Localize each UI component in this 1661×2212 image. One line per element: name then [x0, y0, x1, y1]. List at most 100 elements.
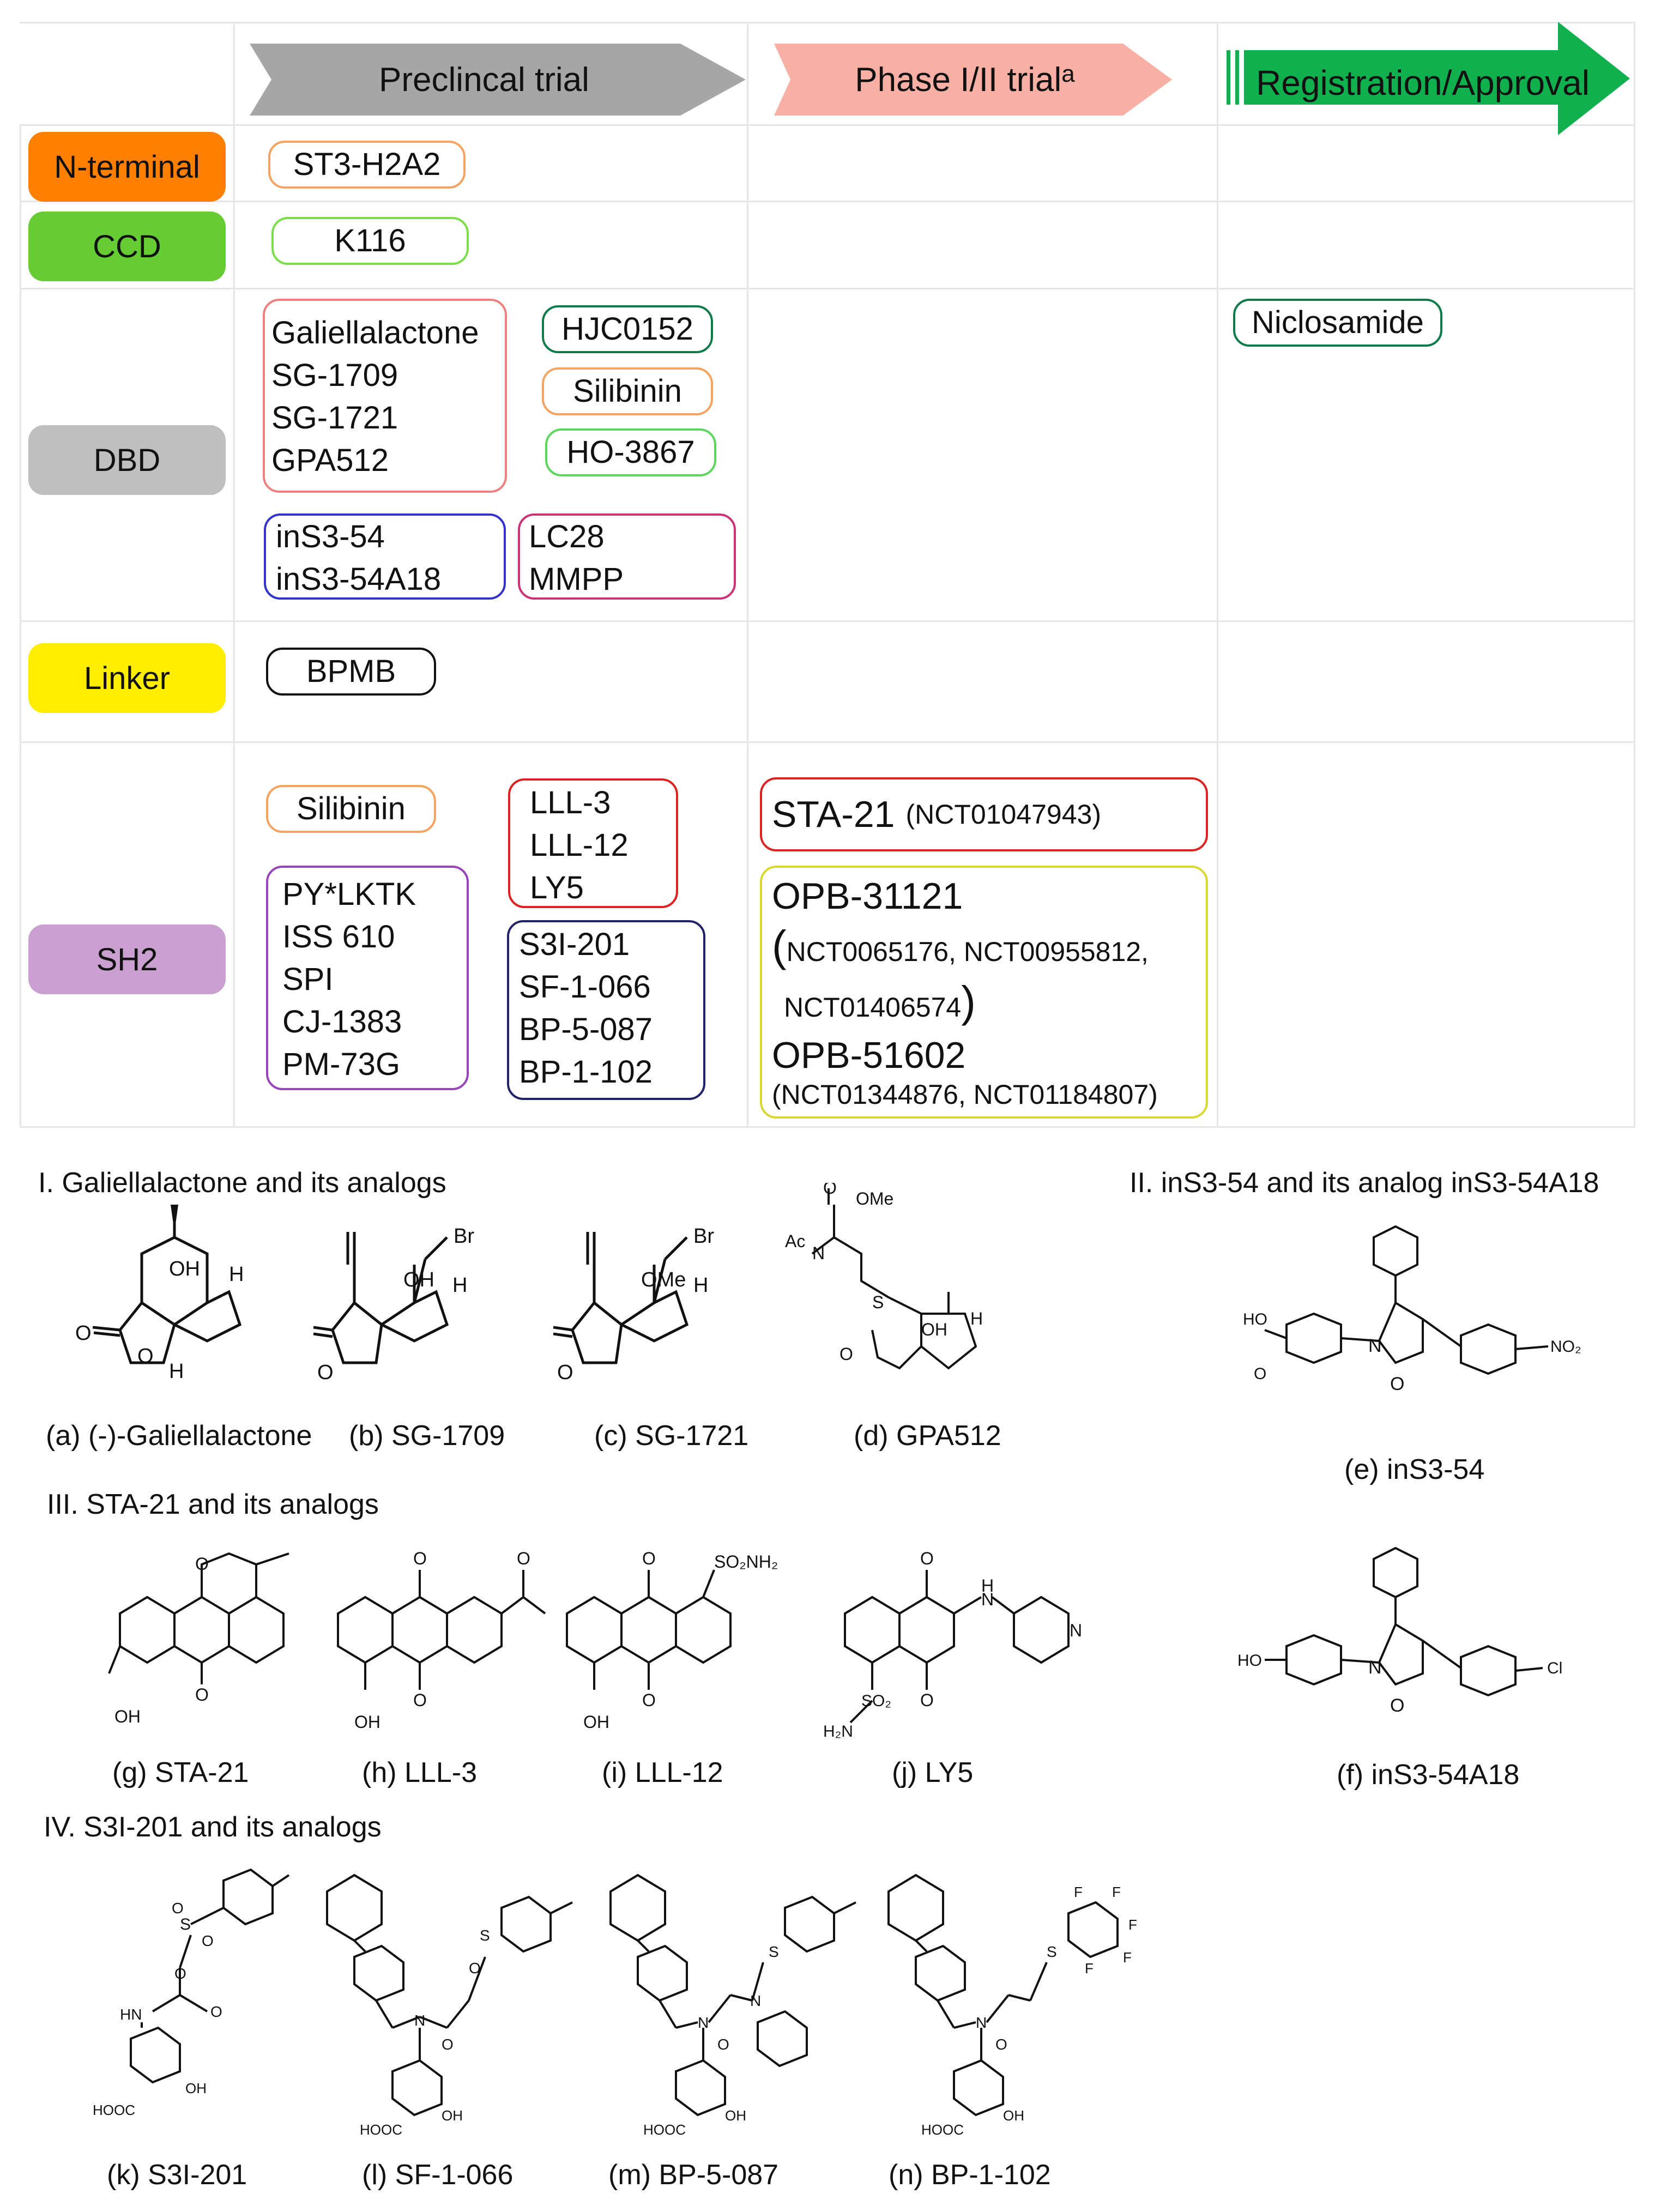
- structure-lll-3: O O O OH: [337, 1549, 546, 1732]
- atom-label-so2: SO₂: [861, 1692, 891, 1710]
- atom-label-oh: OH: [114, 1707, 141, 1726]
- atom-label-oh: OH: [403, 1268, 434, 1291]
- atom-label-oh: OH: [442, 2107, 463, 2124]
- atom-label-ome: OMe: [856, 1189, 893, 1208]
- grid-col-0: [20, 124, 21, 1127]
- preclinical-arrow: [250, 44, 746, 116]
- box-niclosamide: Niclosamide: [1233, 299, 1442, 347]
- atom-label-o: O: [317, 1361, 334, 1384]
- domain-sh2: SH2: [28, 924, 226, 994]
- grid-top-line: [20, 22, 1635, 23]
- atom-label-o: O: [413, 1690, 427, 1710]
- caption-l: (l) SF-1-066: [362, 2159, 514, 2191]
- box-sta-21: STA-21 (NCT01047943): [760, 777, 1208, 851]
- box-galiellalactone-group: Galiellalactone SG-1709 SG-1721 GPA512: [263, 299, 507, 493]
- atom-label-n: N: [698, 2014, 709, 2031]
- atom-label-o: O: [469, 1960, 481, 1977]
- atom-label-ac: Ac: [785, 1231, 805, 1251]
- atom-label-f: F: [1123, 1949, 1132, 1966]
- atom-label-cl: Cl: [1547, 1659, 1562, 1677]
- atom-label-o: O: [1390, 1374, 1404, 1394]
- box-hjc0152: HJC0152: [542, 305, 713, 353]
- phase-preclinical-label: Preclincal trial: [379, 61, 589, 99]
- atom-label-h: H: [452, 1274, 467, 1297]
- structure-bp-1-102: N O S F F F F F OH HOOC: [887, 1873, 1137, 2138]
- atom-label-hooc: HOOC: [93, 2102, 135, 2118]
- atom-label-n: N: [981, 1590, 994, 1609]
- atom-label-o: O: [557, 1361, 573, 1384]
- atom-label-f: F: [1074, 1884, 1083, 1900]
- section-title-sta-21: III. STA-21 and its analogs: [47, 1489, 379, 1520]
- structure-ins3-54: HO O N O NO₂: [1243, 1225, 1581, 1394]
- atom-label-ho: HO: [1237, 1652, 1262, 1670]
- atom-label-h: H: [229, 1263, 244, 1286]
- atom-label-o: O: [1390, 1695, 1404, 1716]
- caption-h: (h) LLL-3: [362, 1757, 477, 1788]
- atom-label-f: F: [1112, 1884, 1121, 1900]
- box-silibinin-sh2: Silibinin: [266, 785, 436, 833]
- structure-sf-1-066: N O S O OH HOOC: [326, 1873, 573, 2138]
- caption-e: (e) inS3-54: [1344, 1454, 1485, 1485]
- structure-s3i-201: S O O O HN O OH HOOC: [93, 1868, 290, 2118]
- atom-label-o: O: [174, 1965, 186, 1982]
- atom-label-f: F: [1128, 1917, 1137, 1933]
- atom-label-s: S: [180, 1915, 191, 1933]
- atom-label-hn: HN: [120, 2006, 142, 2023]
- grid-col-4: [1634, 22, 1635, 1127]
- atom-label-o: O: [413, 1549, 427, 1568]
- approval-arrow: [1227, 22, 1630, 135]
- atom-label-h2n: H₂N: [823, 1723, 853, 1740]
- grid-col-3: [1217, 22, 1218, 1127]
- atom-label-ome: OMe: [641, 1268, 686, 1291]
- atom-label-s: S: [480, 1927, 490, 1944]
- atom-label-o: O: [920, 1549, 934, 1568]
- section-title-ins3-54: II. inS3-54 and its analog inS3-54A18: [1130, 1167, 1599, 1199]
- atom-label-n: N: [750, 1992, 761, 2009]
- atom-label-oh: OH: [169, 1258, 200, 1280]
- grid-col-1: [233, 22, 235, 1127]
- domain-linker: Linker: [28, 643, 226, 713]
- atom-label-o: O: [210, 2003, 222, 2020]
- atom-label-o: O: [642, 1549, 656, 1568]
- atom-label-s: S: [769, 1943, 779, 1960]
- phase-trial-label: Phase I/II trial a: [855, 61, 1075, 99]
- structure-sg-1721: OMe H Br O: [553, 1225, 714, 1384]
- box-pylktk-group: PY*LKTK ISS 610 SPI CJ-1383 PM-73G: [266, 866, 469, 1090]
- atom-label-o: O: [75, 1322, 92, 1345]
- atom-label-n: N: [1070, 1621, 1082, 1640]
- box-ho-3867: HO-3867: [545, 428, 716, 476]
- caption-n: (n) BP-1-102: [889, 2159, 1051, 2191]
- atom-label-so2nh2: SO₂NH₂: [714, 1552, 778, 1572]
- atom-label-o: O: [137, 1345, 154, 1368]
- structure-bp-5-087: N O S N OH HOOC: [609, 1873, 856, 2138]
- atom-label-o: O: [995, 2036, 1007, 2053]
- box-s3i-201-group: S3I-201 SF-1-066 BP-5-087 BP-1-102: [507, 920, 705, 1100]
- atom-label-br: Br: [693, 1225, 714, 1248]
- caption-f: (f) inS3-54A18: [1337, 1759, 1520, 1791]
- caption-b: (b) SG-1709: [349, 1420, 505, 1452]
- atom-label-o: O: [195, 1685, 209, 1705]
- structure-sg-1709: OH H Br O: [313, 1225, 474, 1384]
- caption-m: (m) BP-5-087: [608, 2159, 779, 2191]
- atom-label-o: O: [1254, 1365, 1266, 1383]
- atom-label-o: O: [195, 1554, 209, 1574]
- domain-dbd: DBD: [28, 425, 226, 495]
- caption-a: (a) (-)-Galiellalactone: [46, 1420, 312, 1452]
- grid-row-6: [20, 1126, 1635, 1128]
- structure-galiellalactone: OH H O O H: [75, 1205, 244, 1383]
- atom-label-hooc: HOOC: [921, 2122, 964, 2138]
- domain-ccd: CCD: [28, 211, 226, 281]
- structure-sta-21: O O OH: [108, 1552, 289, 1726]
- atom-label-n: N: [812, 1243, 825, 1263]
- structure-ins3-54a18: HO N O Cl: [1237, 1546, 1562, 1716]
- grid-row-1: [20, 124, 1635, 126]
- grid-row-5: [20, 741, 1635, 743]
- atom-label-hooc: HOOC: [643, 2122, 686, 2138]
- grid-row-3: [20, 288, 1635, 289]
- atom-label-br: Br: [454, 1225, 474, 1248]
- caption-d: (d) GPA512: [854, 1420, 1001, 1452]
- atom-label-o: O: [442, 2036, 454, 2053]
- section-title-s3i-201: IV. S3I-201 and its analogs: [44, 1811, 382, 1843]
- atom-label-s: S: [872, 1292, 884, 1312]
- atom-label-o: O: [172, 1900, 184, 1917]
